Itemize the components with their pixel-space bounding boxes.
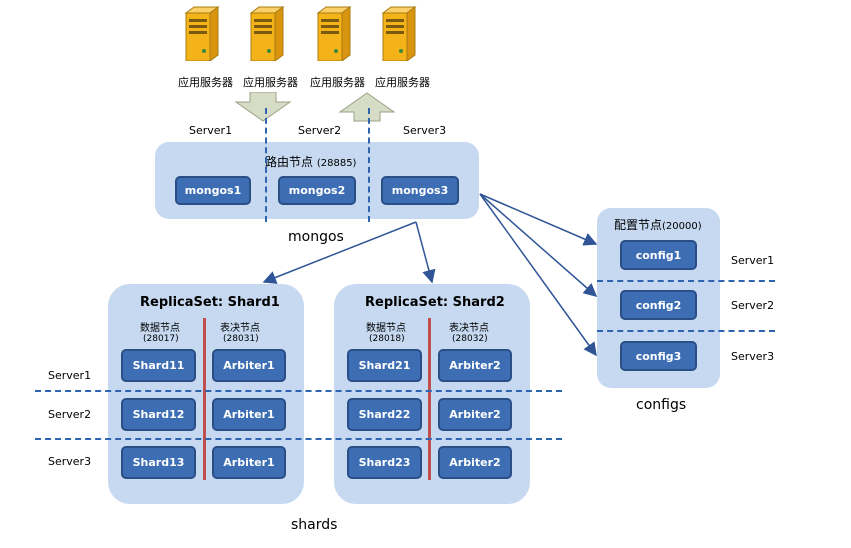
mongos-panel-title: 路由节点 (28885) <box>265 153 356 170</box>
server-icon <box>245 5 285 65</box>
shard1-arb-port: (28031) <box>223 334 259 344</box>
server-divider <box>597 280 775 282</box>
mongos-node[interactable]: mongos3 <box>381 176 459 205</box>
app-server-label: 应用服务器 <box>243 76 298 89</box>
arrow-to-config2 <box>479 193 598 297</box>
config-node[interactable]: config1 <box>620 240 697 270</box>
shards-caption: shards <box>291 517 338 533</box>
server-divider <box>35 438 562 440</box>
server-icon <box>377 5 417 65</box>
app-server-label: 应用服务器 <box>375 76 430 89</box>
server-divider <box>265 108 267 222</box>
mongos-caption: mongos <box>288 229 344 245</box>
configs-panel-title: 配置节点(20000) <box>614 216 702 233</box>
shard1-title: ReplicaSet: Shard1 <box>140 295 280 310</box>
arrow-to-config3 <box>479 193 597 357</box>
configs-port: (20000) <box>662 221 702 232</box>
shard2-divider <box>428 318 431 480</box>
shard-data-node[interactable]: Shard13 <box>121 446 196 479</box>
app-server-label: 应用服务器 <box>178 76 233 89</box>
server-label: Server1 <box>731 254 775 267</box>
config-node[interactable]: config3 <box>620 341 697 371</box>
config-node[interactable]: config2 <box>620 290 697 320</box>
server-divider <box>35 390 562 392</box>
server-label: Server3 <box>48 455 92 468</box>
server-label: Server1 <box>189 124 233 137</box>
server-label: Server1 <box>48 369 92 382</box>
up-arrow-icon <box>338 92 396 126</box>
server-icon <box>180 5 220 65</box>
shard1-divider <box>203 318 206 480</box>
down-arrow-icon <box>234 91 292 126</box>
configs-title: 配置节点 <box>614 218 663 232</box>
shard-data-node[interactable]: Shard11 <box>121 349 196 382</box>
arrow-to-shard1 <box>262 221 417 284</box>
shard2-title: ReplicaSet: Shard2 <box>365 295 505 310</box>
shard2-arb-label: 表决节点 <box>449 323 489 334</box>
mongos-node[interactable]: mongos1 <box>175 176 251 205</box>
server-label: Server3 <box>403 124 447 137</box>
shard-data-node[interactable]: Shard21 <box>347 349 422 382</box>
configs-caption: configs <box>636 397 687 413</box>
shard1-data-port: (28017) <box>143 334 179 344</box>
server-divider <box>597 330 775 332</box>
shard-arbiter-node[interactable]: Arbiter1 <box>212 349 286 382</box>
shard-data-node[interactable]: Shard23 <box>347 446 422 479</box>
mongos-title: 路由节点 <box>265 155 314 169</box>
server-icon <box>312 5 352 65</box>
arrow-to-config1 <box>479 193 598 246</box>
mongos-node[interactable]: mongos2 <box>278 176 356 205</box>
shard-arbiter-node[interactable]: Arbiter2 <box>438 398 512 431</box>
shard-arbiter-node[interactable]: Arbiter2 <box>438 446 512 479</box>
shard2-data-label: 数据节点 <box>366 323 406 334</box>
server-label: Server2 <box>731 299 775 312</box>
shard2-arb-port: (28032) <box>452 334 488 344</box>
server-label: Server3 <box>731 350 775 363</box>
shard-data-node[interactable]: Shard22 <box>347 398 422 431</box>
shard1-arb-label: 表决节点 <box>220 323 260 334</box>
mongos-port: (28885) <box>316 158 357 169</box>
app-server-label: 应用服务器 <box>310 76 365 89</box>
arrow-to-shard2 <box>415 221 436 284</box>
shard-data-node[interactable]: Shard12 <box>121 398 196 431</box>
server-label: Server2 <box>48 408 92 421</box>
server-divider <box>368 108 370 222</box>
shard-arbiter-node[interactable]: Arbiter2 <box>438 349 512 382</box>
shard1-data-label: 数据节点 <box>140 323 180 334</box>
shard-arbiter-node[interactable]: Arbiter1 <box>212 398 286 431</box>
shard-arbiter-node[interactable]: Arbiter1 <box>212 446 286 479</box>
server-label: Server2 <box>298 124 342 137</box>
shard2-data-port: (28018) <box>369 334 405 344</box>
